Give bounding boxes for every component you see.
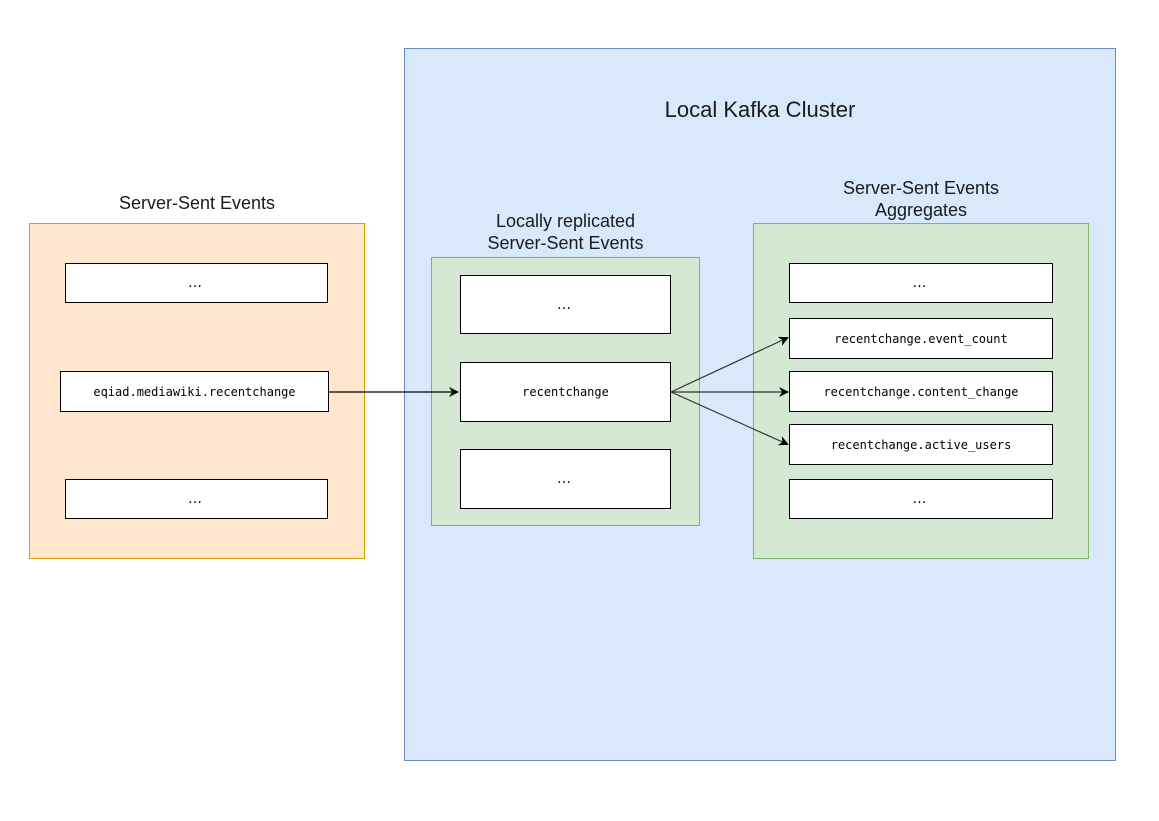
aggregates-group-title: Server-Sent Events Aggregates: [753, 177, 1089, 221]
aggregates-title-line2: Aggregates: [874, 200, 968, 220]
sse-item-recentchange: eqiad.mediawiki.recentchange: [60, 371, 329, 412]
replicated-title-line1: Locally replicated: [495, 211, 636, 231]
arrow-to-event-count: [670, 336, 789, 393]
cluster-title: Local Kafka Cluster: [664, 97, 856, 122]
aggregates-item-event-count: recentchange.event_count: [789, 318, 1053, 359]
aggregates-item-active-users: recentchange.active_users: [789, 424, 1053, 465]
arrow-to-active-users: [670, 391, 789, 446]
aggregates-item-ellipsis-top: …: [789, 263, 1053, 303]
aggregates-item-content-change: recentchange.content_change: [789, 371, 1053, 412]
sse-item-ellipsis-top: …: [65, 263, 328, 303]
replicated-title-line2: Server-Sent Events: [487, 233, 644, 253]
sse-item-ellipsis-bottom: …: [65, 479, 328, 519]
aggregates-title-line1: Server-Sent Events: [842, 178, 1000, 198]
replicated-item-ellipsis-bottom: …: [460, 449, 671, 509]
replicated-item-recentchange: recentchange: [460, 362, 671, 422]
replicated-group-title: Locally replicated Server-Sent Events: [431, 210, 700, 254]
replicated-item-ellipsis-top: …: [460, 275, 671, 334]
sse-group-title: Server-Sent Events: [118, 193, 276, 213]
aggregates-item-ellipsis-bottom: …: [789, 479, 1053, 519]
